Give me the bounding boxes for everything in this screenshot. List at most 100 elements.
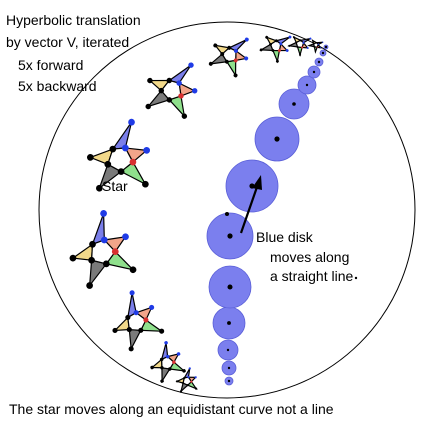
star-vertex bbox=[138, 327, 144, 333]
star-vertex bbox=[195, 387, 198, 390]
star-vertex bbox=[275, 59, 279, 63]
disk-center-dot bbox=[321, 51, 325, 55]
star-vertex bbox=[160, 379, 164, 383]
disk-label-line-1: Blue disk bbox=[256, 229, 313, 245]
star-vertex bbox=[190, 380, 193, 383]
disk-center-dot bbox=[227, 321, 231, 325]
star-vertex bbox=[168, 367, 172, 371]
star-vertex bbox=[176, 352, 181, 356]
star-vertex bbox=[269, 42, 272, 46]
star-vertex bbox=[129, 158, 137, 166]
star bbox=[112, 290, 165, 352]
star-arm bbox=[111, 121, 133, 150]
title-line-2: by vector V, iterated bbox=[6, 34, 130, 50]
star-vertex bbox=[313, 43, 315, 45]
star-vertex bbox=[181, 113, 188, 119]
star-vertex bbox=[301, 46, 304, 49]
star bbox=[307, 39, 324, 54]
star bbox=[145, 62, 198, 119]
star-vertex bbox=[129, 266, 137, 274]
star-vertex bbox=[128, 346, 134, 352]
star-vertex bbox=[265, 35, 269, 39]
star-vertex bbox=[208, 61, 213, 66]
star-vertex bbox=[69, 254, 77, 262]
star-vertex bbox=[191, 88, 198, 94]
star-vertex bbox=[175, 380, 179, 383]
star-vertex bbox=[188, 62, 194, 68]
star-vertex bbox=[314, 51, 317, 53]
star-vertex bbox=[160, 366, 164, 370]
star-vertex bbox=[142, 180, 149, 188]
disk-center-dot bbox=[227, 366, 231, 370]
star-vertex bbox=[128, 118, 135, 126]
star-vertex bbox=[234, 48, 238, 53]
star-vertex bbox=[288, 35, 292, 39]
star-vertex bbox=[176, 80, 182, 86]
star-vertex bbox=[86, 282, 93, 289]
star-vertex bbox=[178, 93, 184, 99]
star-vertex bbox=[288, 44, 291, 47]
star-vertex bbox=[187, 376, 190, 379]
star-vertex bbox=[133, 310, 139, 316]
star-vertex bbox=[295, 41, 298, 44]
star-vertex bbox=[129, 290, 135, 296]
star-vertex bbox=[143, 317, 149, 323]
star-vertex bbox=[143, 146, 151, 154]
star-vertex bbox=[299, 53, 302, 56]
disk-label-line-2: moves along bbox=[270, 249, 350, 265]
star-vertex bbox=[319, 47, 322, 49]
star-vertex bbox=[311, 39, 314, 42]
star bbox=[175, 367, 198, 394]
star-vertex bbox=[150, 365, 154, 370]
star-vertex bbox=[317, 43, 319, 46]
blue-disk-track bbox=[206, 44, 358, 386]
star-vertex bbox=[299, 39, 302, 42]
star-vertex bbox=[292, 36, 295, 39]
star-vertex bbox=[166, 77, 172, 84]
star-vertex bbox=[233, 58, 238, 63]
star-vertex bbox=[244, 37, 249, 42]
star-vertex bbox=[274, 39, 278, 43]
star bbox=[150, 341, 186, 384]
star-vertex bbox=[285, 49, 289, 52]
star-vertex bbox=[315, 42, 318, 44]
star-vertex bbox=[183, 376, 186, 380]
disk-center-dot bbox=[227, 233, 233, 239]
star-vertex bbox=[122, 144, 129, 152]
star-vertex bbox=[277, 49, 281, 53]
star-vertex bbox=[181, 381, 185, 385]
disk-center-dot bbox=[305, 83, 309, 87]
star-vertex bbox=[126, 327, 132, 333]
star-vertex bbox=[86, 154, 94, 161]
star-vertex bbox=[158, 87, 164, 94]
star bbox=[259, 35, 292, 64]
star-vertex bbox=[296, 45, 299, 48]
star-label: Star bbox=[102, 178, 128, 194]
star-vertex bbox=[125, 314, 131, 321]
star bbox=[287, 36, 312, 58]
star-vertex bbox=[244, 56, 249, 61]
star-vertex bbox=[227, 45, 232, 50]
star-vertex bbox=[316, 46, 318, 48]
vector-v-arrow-head bbox=[252, 175, 262, 190]
disk-center-dot bbox=[227, 284, 233, 290]
star-vertex bbox=[145, 103, 151, 110]
star-vertex bbox=[159, 328, 165, 334]
star-vertex bbox=[166, 97, 173, 103]
star-vertex bbox=[100, 236, 108, 244]
star-vertex bbox=[111, 248, 119, 255]
star-vertex bbox=[302, 41, 305, 44]
disk-center-dot bbox=[317, 60, 321, 64]
star-vertex bbox=[165, 354, 170, 359]
star-vertex bbox=[259, 48, 263, 52]
star-vertex bbox=[112, 327, 118, 333]
star-vertex bbox=[194, 376, 197, 379]
star-vertex bbox=[159, 357, 164, 362]
disk-center-dot bbox=[225, 212, 229, 216]
stray-dot bbox=[354, 276, 358, 280]
disk-label-line-3: a straight line bbox=[270, 268, 354, 284]
caption: The star moves along an equidistant curv… bbox=[9, 401, 334, 417]
star-vertex bbox=[179, 390, 183, 393]
star-vertex bbox=[89, 240, 96, 248]
